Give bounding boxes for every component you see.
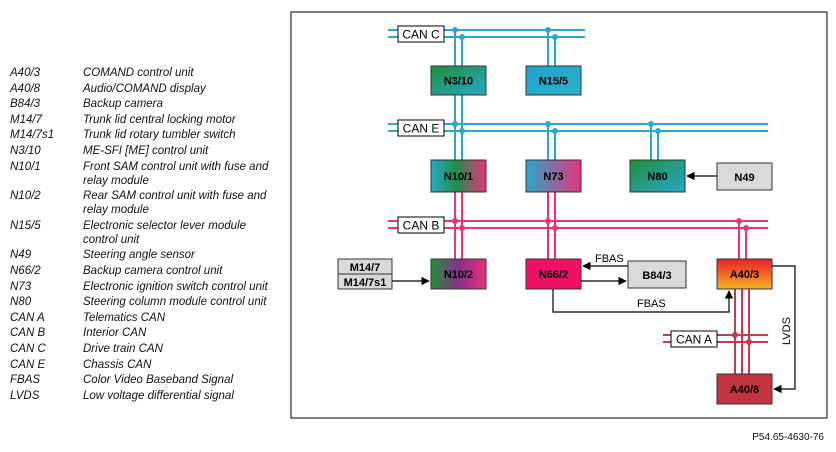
legend-code: N80 bbox=[10, 296, 32, 309]
can-e-box bbox=[397, 119, 445, 137]
diagram-frame bbox=[290, 11, 828, 419]
legend-row: M14/7s1 Trunk lid rotary tumbler switch bbox=[10, 128, 280, 142]
can-b-bus bbox=[388, 192, 768, 259]
legend-description: Steering angle sensor bbox=[83, 249, 195, 262]
legend-row: CAN A Telematics CAN bbox=[10, 311, 280, 325]
node-a40-3-label: A40/3 bbox=[730, 269, 759, 281]
node-n3-10-label: N3/10 bbox=[444, 76, 473, 88]
legend-row: A40/8 Audio/COMAND display bbox=[10, 82, 280, 96]
node-a40-8-box bbox=[716, 373, 773, 405]
legend-description: Trunk lid central locking motor bbox=[83, 113, 236, 126]
legend-description: Audio/COMAND display bbox=[83, 82, 206, 95]
legend-code: M14/7s1 bbox=[10, 129, 55, 142]
legend-row: M14/7 Trunk lid central locking motor bbox=[10, 113, 280, 127]
fbas-label-bottom: FBAS bbox=[637, 298, 666, 310]
legend-code: N15/5 bbox=[10, 219, 41, 232]
legend-code: CAN E bbox=[10, 358, 46, 371]
legend-description: Backup camera control unit bbox=[83, 264, 223, 277]
legend-row: N66/2 Backup camera control unit bbox=[10, 264, 280, 278]
legend-description: ME-SFI [ME] control unit bbox=[83, 144, 209, 157]
node-n15-5-label: N15/5 bbox=[539, 76, 568, 88]
legend-row: CAN E Chassis CAN bbox=[10, 358, 280, 372]
node-n10-1-label: N10/1 bbox=[444, 171, 473, 183]
node-b84-3-label: B84/3 bbox=[642, 270, 671, 282]
legend-description: Rear SAM control unit with fuse and rela… bbox=[83, 190, 267, 217]
node-n66-2-box bbox=[525, 258, 582, 290]
legend-row: N10/1 Front SAM control unit with fuse an… bbox=[10, 160, 280, 188]
legend-row: N73 Electronic ignition switch control un… bbox=[10, 280, 280, 294]
legend-description: COMAND control unit bbox=[83, 67, 194, 79]
node-b84-3-box bbox=[627, 260, 687, 289]
legend-code: CAN B bbox=[10, 327, 46, 340]
lvds-label: LVDS bbox=[781, 317, 793, 345]
can-b-box bbox=[397, 216, 445, 234]
legend-row: LVDS Low voltage differential signal bbox=[10, 389, 280, 403]
can-a-box bbox=[670, 330, 718, 348]
legend-row: N10/2 Rear SAM control unit with fuse and… bbox=[10, 189, 280, 217]
legend-code: N73 bbox=[10, 280, 32, 293]
legend-description: Interior CAN bbox=[83, 327, 147, 340]
legend-row: N15/5 Electronic selector lever module co… bbox=[10, 219, 280, 247]
can-e-label: CAN E bbox=[403, 122, 440, 136]
legend-description: Trunk lid rotary tumbler switch bbox=[83, 129, 236, 142]
legend-row: CAN B Interior CAN bbox=[10, 326, 280, 340]
node-n73-box bbox=[525, 159, 582, 193]
legend-code: B84/3 bbox=[10, 98, 41, 111]
node-m14-7s1-label: M14/7s1 bbox=[344, 277, 387, 289]
can-b-label: CAN B bbox=[403, 219, 440, 233]
node-n10-2-box bbox=[430, 258, 487, 290]
node-n10-1-box bbox=[430, 159, 487, 193]
legend-code: N66/2 bbox=[10, 264, 41, 277]
legend-code: M14/7 bbox=[10, 113, 42, 126]
legend-description: Telematics CAN bbox=[83, 311, 166, 324]
legend-code: N3/10 bbox=[10, 144, 41, 157]
legend-code: CAN C bbox=[10, 342, 46, 355]
legend-row: N80 Steering column module control unit bbox=[10, 295, 280, 309]
legend-description: Steering column module control unit bbox=[83, 296, 267, 309]
legend-code: FBAS bbox=[10, 374, 41, 387]
legend-code: LVDS bbox=[10, 389, 40, 402]
legend-row: FBAS Color Video Baseband Signal bbox=[10, 373, 280, 387]
can-c-box bbox=[397, 25, 445, 43]
legend-description: Chassis CAN bbox=[83, 358, 152, 371]
can-e-bus bbox=[388, 95, 768, 160]
node-n49-box bbox=[716, 162, 773, 191]
legend-row: B84/3 Backup camera bbox=[10, 97, 280, 111]
legend-description: Electronic ignition switch control unit bbox=[83, 280, 268, 293]
can-a-label: CAN A bbox=[676, 333, 712, 347]
signal-arrows bbox=[392, 171, 796, 394]
legend-code: N10/2 bbox=[10, 190, 41, 203]
node-n3-10-box bbox=[430, 65, 487, 96]
node-n80-label: N80 bbox=[647, 171, 667, 183]
legend-code: N49 bbox=[10, 249, 32, 262]
legend-code: CAN A bbox=[10, 311, 45, 324]
legend-code: A40/3 bbox=[10, 67, 41, 79]
node-n10-2-label: N10/2 bbox=[444, 269, 473, 281]
legend-code: N10/1 bbox=[10, 160, 41, 173]
legend-code: A40/8 bbox=[10, 82, 41, 95]
node-n73-label: N73 bbox=[543, 171, 563, 183]
fbas-label-top: FBAS bbox=[595, 253, 624, 265]
node-n49-label: N49 bbox=[734, 172, 754, 184]
node-n15-5-box bbox=[525, 65, 582, 96]
legend-row: CAN C Drive train CAN bbox=[10, 342, 280, 356]
reference-code: P54.65-4630-76 bbox=[752, 432, 824, 443]
can-c-label: CAN C bbox=[402, 28, 440, 42]
node-n80-box bbox=[629, 159, 686, 193]
legend-description: Front SAM control unit with fuse and rel… bbox=[83, 160, 269, 187]
legend-description: Backup camera bbox=[83, 98, 163, 111]
node-n66-2-label: N66/2 bbox=[539, 269, 568, 281]
legend-row: N49 Steering angle sensor bbox=[10, 248, 280, 262]
legend-description: Electronic selector lever module control… bbox=[83, 219, 246, 246]
legend-row: A40/3 COMAND control unit bbox=[10, 66, 280, 80]
legend-row: N3/10 ME-SFI [ME] control unit bbox=[10, 144, 280, 158]
node-a40-3-box bbox=[716, 258, 773, 290]
node-m14-7-label: M14/7 bbox=[350, 262, 381, 274]
legend-description: Color Video Baseband Signal bbox=[83, 374, 234, 387]
node-a40-8-label: A40/8 bbox=[730, 384, 759, 396]
legend-description: Low voltage differential signal bbox=[83, 389, 234, 402]
legend-description: Drive train CAN bbox=[83, 342, 163, 355]
